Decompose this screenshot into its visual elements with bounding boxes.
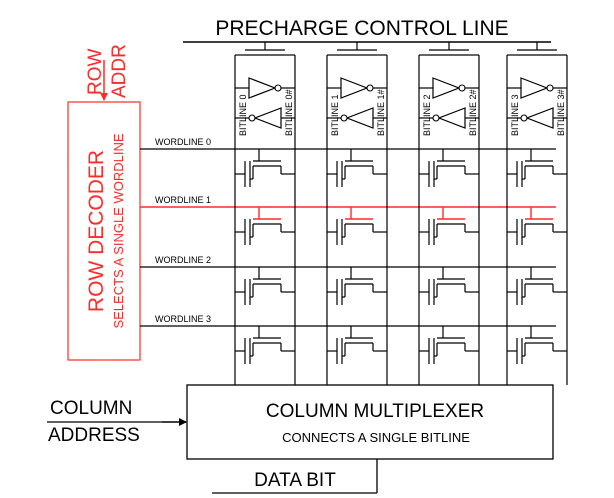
- wordline-label: WORDLINE 0: [155, 137, 211, 147]
- row-decoder: ROW DECODER SELECTS A SINGLE WORDLINE: [67, 101, 141, 361]
- memory-cell-r2: [327, 267, 387, 305]
- wordline-3: WORDLINE 3: [140, 314, 556, 327]
- bitline-bar-label: BITLINE 3#: [556, 89, 566, 136]
- memory-cell-r3: [507, 326, 567, 364]
- bitline-label: BITLINE 3: [510, 94, 520, 136]
- row-decoder-sublabel: SELECTS A SINGLE WORDLINE: [111, 133, 126, 328]
- inverter-top: [340, 77, 369, 99]
- addr-label: ADDR: [109, 44, 130, 98]
- bitline-label: BITLINE 0: [238, 94, 248, 136]
- inverter-bottom-bubble: [248, 114, 256, 122]
- address-label: ADDRESS: [48, 425, 140, 446]
- inverter-bottom: [345, 107, 374, 129]
- inverter-top-bubble: [546, 84, 554, 92]
- inverter-bottom: [437, 107, 466, 129]
- inverter-top: [432, 77, 461, 99]
- inverter-bottom: [253, 107, 282, 129]
- column-label: COLUMN: [50, 398, 132, 419]
- memory-cell-r0: [419, 149, 479, 187]
- row-label: ROW: [85, 49, 106, 96]
- memory-cell-r3: [235, 326, 295, 364]
- data-bit-label: DATA BIT: [254, 470, 336, 491]
- column-address-input: COLUMN ADDRESS: [47, 398, 187, 446]
- inverter-bottom-bubble: [520, 114, 528, 122]
- mux-title: COLUMN MULTIPLEXER: [266, 401, 484, 422]
- wordline-0: WORDLINE 0: [140, 137, 556, 150]
- wordline-label: WORDLINE 2: [155, 255, 211, 265]
- wordline-2: WORDLINE 2: [140, 255, 556, 268]
- data-bit-output: DATA BIT: [212, 459, 378, 494]
- sense-amplifier: [507, 77, 567, 129]
- column-3: BITLINE 3 BITLINE 3#: [506, 42, 568, 385]
- bitline-label: BITLINE 2: [422, 94, 432, 136]
- wordline-1: WORDLINE 1: [140, 195, 556, 208]
- sense-amplifier: [235, 77, 295, 129]
- bitline-bar-label: BITLINE 0#: [284, 89, 294, 136]
- inverter-bottom: [525, 107, 554, 129]
- inverter-top: [520, 77, 549, 99]
- precharge-control-line: PRECHARGE CONTROL LINE: [183, 17, 551, 43]
- inverter-top-bubble: [274, 84, 282, 92]
- bitline-label: BITLINE 1: [330, 94, 340, 136]
- wordline-label: WORDLINE 3: [155, 314, 211, 324]
- column-1: BITLINE 1 BITLINE 1#: [326, 42, 388, 385]
- row-address-input: ROW ADDR: [85, 44, 130, 101]
- sense-amplifier: [419, 77, 479, 129]
- mux-subtitle: CONNECTS A SINGLE BITLINE: [282, 430, 470, 445]
- inverter-bottom-bubble: [340, 114, 348, 122]
- memory-cell-r0: [507, 149, 567, 187]
- memory-cell-r2: [235, 267, 295, 305]
- memory-cell-r1: [235, 207, 295, 245]
- inverter-bottom-bubble: [432, 114, 440, 122]
- memory-cell-r2: [419, 267, 479, 305]
- bitline-bar-label: BITLINE 2#: [468, 89, 478, 136]
- memory-array: WORDLINE 0 WORDLINE 1 WORDLINE 2 WORDLINE 3…: [140, 42, 568, 385]
- memory-cell-r2: [507, 267, 567, 305]
- inverter-top-bubble: [366, 84, 374, 92]
- memory-cell-r1: [419, 207, 479, 245]
- memory-cell-r0: [327, 149, 387, 187]
- sense-amplifier: [327, 77, 387, 129]
- inverter-top: [248, 77, 277, 99]
- row-decoder-label: ROW DECODER: [85, 150, 108, 312]
- memory-cell-r3: [419, 326, 479, 364]
- memory-cell-r0: [235, 149, 295, 187]
- column-2: BITLINE 2 BITLINE 2#: [418, 42, 480, 385]
- column-0: BITLINE 0 BITLINE 0#: [234, 42, 296, 385]
- inverter-top-bubble: [458, 84, 466, 92]
- memory-cell-r1: [327, 207, 387, 245]
- memory-cell-r1: [507, 207, 567, 245]
- bitline-bar-label: BITLINE 1#: [376, 89, 386, 136]
- precharge-label: PRECHARGE CONTROL LINE: [215, 17, 508, 40]
- memory-cell-r3: [327, 326, 387, 364]
- column-multiplexer: COLUMN MULTIPLEXER CONNECTS A SINGLE BIT…: [186, 384, 554, 460]
- wordline-label: WORDLINE 1: [155, 195, 211, 205]
